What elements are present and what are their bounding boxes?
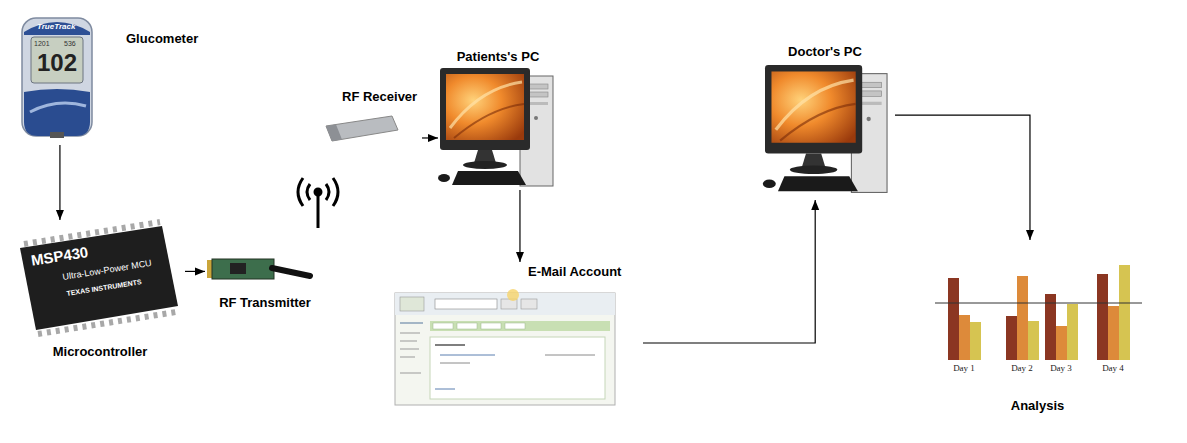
component-label: E-Mail Account: [528, 264, 621, 279]
email-screenshot: [435, 389, 455, 390]
flow-arrow: [185, 271, 205, 272]
bar-chart: [970, 322, 981, 360]
flow-arrow: [643, 200, 815, 343]
axis-label: Day 4: [1102, 364, 1124, 373]
email-screenshot: [395, 293, 615, 405]
antenna-symbol: [317, 196, 320, 228]
component-label: RF Receiver: [342, 89, 417, 104]
bar-chart: [1006, 316, 1017, 360]
email-screenshot: [545, 355, 595, 356]
glucometer-illustration: [24, 89, 90, 136]
component-label: Analysis: [1011, 398, 1064, 413]
display-time: 1201: [34, 40, 50, 47]
email-screenshot: [430, 321, 610, 331]
component-label: Glucometer: [126, 31, 198, 46]
flow-arrow: [422, 137, 438, 138]
rf-transmitter-board: [230, 263, 246, 274]
rf-transmitter-board: [272, 268, 310, 276]
glucometer-node: Glucometer: [18, 15, 213, 145]
flow-arrow: [895, 115, 1030, 240]
email-screenshot: [400, 297, 424, 311]
brand-logo: TrueTrack: [37, 23, 75, 31]
patient-pc-node: Patients's PC: [438, 45, 558, 190]
microcontroller-chip: [20, 226, 178, 330]
email-screenshot: [457, 323, 477, 329]
email-screenshot: [400, 357, 415, 358]
antenna-symbol: [333, 178, 338, 206]
chip-marking: TEXAS INSTRUMENTS: [66, 278, 142, 297]
glucometer-illustration: [30, 103, 86, 112]
microcontroller-chip: [20, 222, 178, 334]
flow-arrow: [59, 145, 60, 220]
axis-label: Day 2: [1011, 364, 1033, 373]
email-screenshot: [505, 323, 525, 329]
component-label: Microcontroller: [53, 344, 148, 359]
flow-arrow: [519, 190, 520, 262]
email-screenshot: [395, 293, 615, 315]
axis-label: Day 3: [1050, 364, 1072, 373]
email-screenshot: [440, 363, 470, 364]
transmitter-node: RF Transmitter: [205, 250, 325, 313]
email-screenshot: [400, 322, 423, 324]
email-screenshot: [395, 289, 615, 405]
bar-chart: [1067, 304, 1078, 360]
component-label: Patients's PC: [457, 49, 540, 64]
email-screenshot: [400, 341, 417, 342]
antenna-symbol: [298, 178, 338, 228]
email-screenshot: [400, 349, 419, 350]
doctor-computer: [763, 65, 887, 192]
display-reading: 102: [37, 51, 77, 75]
email-screenshot: [435, 344, 465, 346]
bar-chart: [1045, 294, 1056, 360]
antenna-symbol: [307, 184, 310, 200]
bar-chart: [1028, 321, 1039, 360]
component-label: Doctor's PC: [788, 44, 862, 59]
bar-chart: [1017, 276, 1028, 360]
email-screenshot: [400, 373, 421, 374]
component-label: RF Transmitter: [219, 295, 311, 310]
bar-chart: [935, 265, 1142, 360]
display-date: 536: [64, 40, 76, 47]
rf-transmitter-board: [207, 259, 310, 279]
receiver-node: RF Receiver: [322, 85, 422, 145]
email-screenshot: [507, 289, 519, 301]
glucometer-illustration: [50, 132, 64, 138]
email-node: E-Mail Account: [393, 262, 643, 407]
bar-chart: [935, 303, 1142, 304]
email-screenshot: [521, 299, 537, 309]
glucometer-illustration: [24, 22, 90, 35]
patient-computer: [438, 68, 553, 186]
doctor-pc-node: Doctor's PC: [755, 40, 895, 200]
rf-receiver-dongle: [326, 116, 398, 141]
bar-chart: [1056, 326, 1067, 360]
glucometer-illustration: [22, 18, 92, 138]
email-screenshot: [430, 337, 605, 399]
antenna-symbol: [326, 184, 329, 200]
analysis-node: Analysis: [930, 240, 1145, 425]
email-screenshot: [435, 299, 497, 309]
bar-chart: [1108, 306, 1119, 360]
email-screenshot: [400, 333, 420, 334]
glucometer-illustration: [31, 37, 83, 83]
email-screenshot: [440, 355, 495, 356]
axis-label: Day 1: [953, 364, 975, 373]
email-screenshot: [481, 323, 501, 329]
email-screenshot: [433, 323, 453, 329]
bar-chart: [948, 278, 959, 360]
bar-chart: [1097, 274, 1108, 360]
bar-chart: [1119, 265, 1130, 360]
antenna-symbol: [298, 178, 303, 206]
chip-marking: MSP430: [30, 244, 89, 268]
glucometer-illustration: [22, 18, 92, 136]
antenna-symbol: [315, 189, 321, 195]
rf-receiver-dongle: [326, 116, 398, 141]
rf-receiver-dongle: [326, 125, 342, 142]
bar-chart: [959, 315, 970, 360]
rf-transmitter-board: [212, 259, 274, 279]
